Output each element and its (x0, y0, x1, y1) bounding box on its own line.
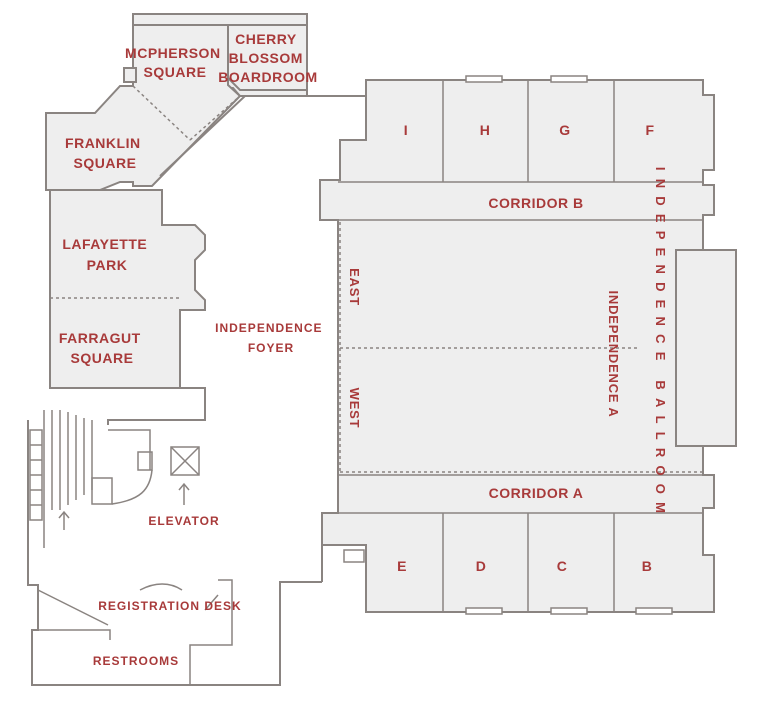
door-notch (465, 75, 503, 83)
west-rooms (49, 189, 206, 389)
label-farragut: FARRAGUT SQUARE (59, 330, 145, 366)
lafayette-farragut-room (49, 189, 206, 389)
label-independence-a: INDEPENDENCE A (606, 290, 621, 417)
label-west: WEST (347, 388, 362, 429)
door-swing (204, 594, 219, 611)
label-room-d: D (476, 558, 487, 574)
label-independence-ballroom: INDEPENDENCE BALLROOM (653, 167, 668, 521)
door-notch (635, 607, 673, 615)
mcpherson-franklin-room (45, 24, 242, 191)
label-restrooms: RESTROOMS (93, 654, 179, 668)
label-registration-desk: REGISTRATION DESK (98, 599, 241, 613)
door-notch (465, 607, 503, 615)
door-notch (550, 75, 588, 83)
label-east: EAST (347, 268, 362, 306)
mcpherson-divider (132, 85, 191, 141)
label-corridor-b: CORRIDOR B (488, 195, 583, 211)
label-room-h: H (480, 122, 491, 138)
lower-outer-wall (27, 420, 322, 686)
elevator-icon (170, 446, 200, 476)
column (123, 67, 137, 83)
label-elevator: ELEVATOR (148, 514, 219, 528)
label-franklin: FRANKLIN SQUARE (65, 135, 145, 171)
ballroom-stage (675, 249, 737, 447)
restroom-wall (38, 629, 111, 640)
label-room-g: G (559, 122, 570, 138)
diag-divider (189, 95, 241, 141)
service-wall (107, 387, 206, 425)
stairs-icon (29, 410, 153, 548)
label-room-i: I (404, 122, 408, 138)
label-mcpherson: MCPHERSON SQUARE (125, 45, 225, 80)
label-corridor-a: CORRIDOR A (489, 485, 584, 501)
up-arrow-icon (178, 482, 190, 505)
reg-desk-arc (139, 583, 183, 591)
reg-wall-right (189, 579, 233, 685)
reg-wall-left (37, 589, 109, 626)
labels: MCPHERSON SQUARE CHERRY BLOSSOM BOARDROO… (59, 31, 668, 668)
ballroom-outline (319, 79, 715, 613)
service-area (27, 387, 365, 686)
label-room-e: E (397, 558, 407, 574)
label-foyer: INDEPENDENCE FOYER (215, 321, 327, 355)
up-arrow-icon (58, 510, 70, 530)
door-frame (343, 549, 365, 563)
foyer-diag-wall (159, 95, 246, 177)
door-notch (550, 607, 588, 615)
label-lafayette: LAFAYETTE PARK (62, 236, 151, 273)
ballroom-block (319, 75, 737, 615)
northwest-rooms (45, 13, 366, 191)
label-room-b: B (642, 558, 653, 574)
label-room-c: C (557, 558, 568, 574)
label-cherry-blossom: CHERRY BLOSSOM BOARDROOM (218, 31, 317, 85)
label-room-f: F (645, 122, 654, 138)
